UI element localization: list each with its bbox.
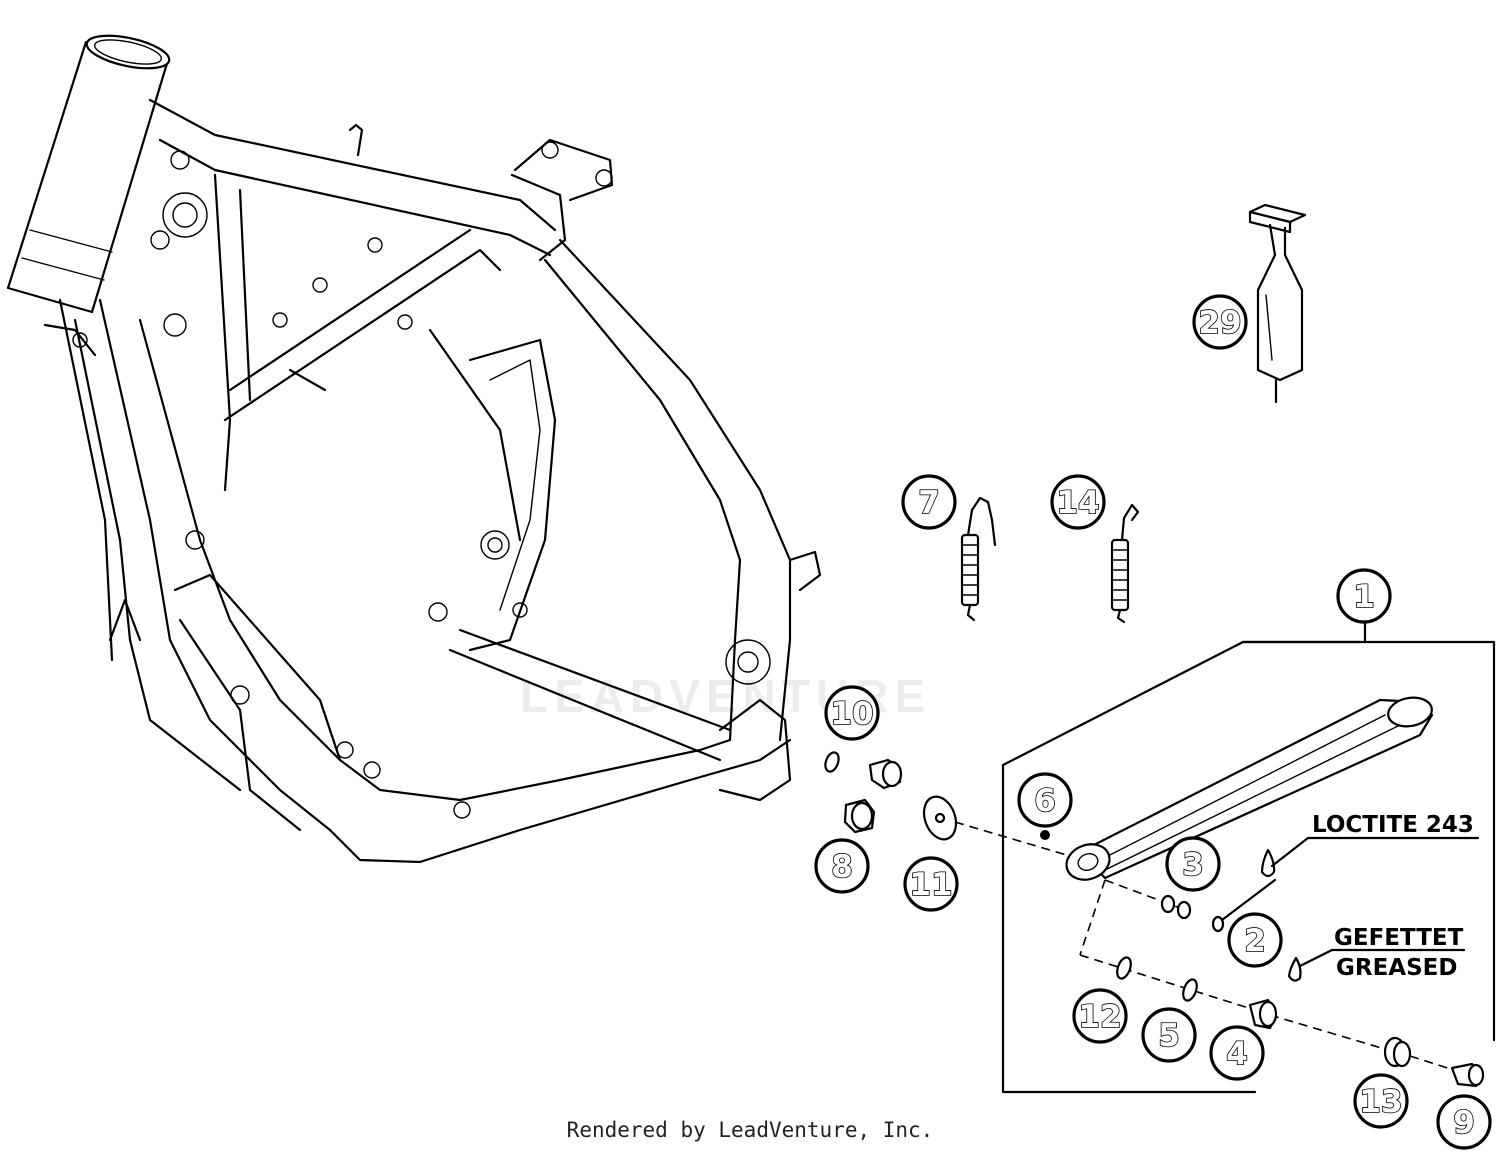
- loctite-leader-2: [1220, 878, 1277, 922]
- part-8-bolt: [843, 798, 876, 834]
- callout-5: 5: [1141, 1007, 1197, 1063]
- loctite-drop: [1260, 848, 1276, 878]
- callout-14: 14: [1050, 474, 1106, 530]
- callout-14-label: 14: [1056, 485, 1099, 521]
- callout-29-label: 29: [1198, 305, 1241, 341]
- callout-5-label: 5: [1158, 1018, 1180, 1054]
- callout-4: 4: [1209, 1025, 1265, 1081]
- callout-8-label: 8: [831, 849, 853, 885]
- callout-4-label: 4: [1226, 1036, 1248, 1072]
- callout-7-label: 7: [918, 485, 940, 521]
- callout-11: 11: [903, 856, 959, 912]
- callout-10-label: 10: [830, 696, 873, 732]
- gefettet-note: GEFETTET: [1334, 925, 1464, 951]
- part-bolt-upper: [868, 758, 903, 790]
- callout-29: 29: [1192, 294, 1248, 350]
- callout-11-label: 11: [909, 867, 952, 903]
- callout-2: 2: [1227, 912, 1283, 968]
- loctite-note: LOCTITE 243: [1312, 812, 1474, 838]
- callout-1: 1: [1336, 568, 1392, 624]
- part-1-side-stand: [1065, 696, 1434, 881]
- greased-note: GREASED: [1336, 955, 1457, 981]
- assembly-1-box: [1001, 608, 1496, 1094]
- part-13-bushing: [1383, 1036, 1412, 1068]
- callout-8: 8: [814, 838, 870, 894]
- part-4-bushing: [1248, 998, 1278, 1030]
- callout-9: 9: [1436, 1094, 1492, 1150]
- callout-2-label: 2: [1244, 923, 1266, 959]
- motorcycle-frame: [6, 34, 822, 864]
- part-9-screw: [1450, 1062, 1485, 1088]
- part-2-screw: [1211, 915, 1225, 933]
- part-10-ring: [824, 751, 840, 773]
- callout-13-label: 13: [1359, 1084, 1402, 1120]
- callout-10: 10: [824, 685, 880, 741]
- callout-12: 12: [1072, 988, 1128, 1044]
- part-3-ball: [1160, 894, 1192, 920]
- callout-3-label: 3: [1182, 847, 1204, 883]
- part-12-ring: [1116, 956, 1132, 980]
- part-7-spring: [960, 496, 997, 622]
- loctite-leader-1: [1270, 836, 1310, 868]
- part-5-ring: [1182, 978, 1198, 1002]
- callout-7: 7: [901, 474, 957, 530]
- callout-9-label: 9: [1453, 1105, 1475, 1141]
- part-29-tool: [1248, 203, 1307, 404]
- callout-6-label: 6: [1034, 783, 1056, 819]
- part-14-spring: [1110, 503, 1140, 624]
- callout-1-label: 1: [1353, 579, 1375, 615]
- callout-13: 13: [1353, 1073, 1409, 1129]
- grease-leader: [1298, 948, 1334, 968]
- part-11-washer: [922, 795, 958, 841]
- part-6-pin: [1040, 830, 1050, 840]
- callout-6: 6: [1017, 772, 1073, 828]
- callout-12-label: 12: [1078, 999, 1121, 1035]
- footer-credit: Rendered by LeadVenture, Inc.: [566, 1118, 934, 1142]
- grease-drop: [1287, 956, 1302, 982]
- callout-3: 3: [1165, 836, 1221, 892]
